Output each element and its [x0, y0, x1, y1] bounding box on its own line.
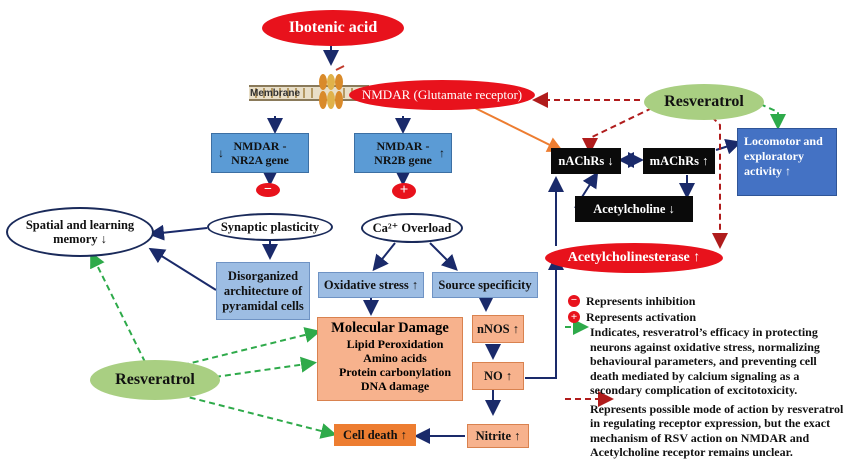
receptor-icon — [319, 65, 345, 109]
resveratrol-top-node: Resveratrol — [644, 84, 764, 120]
locomotor-box: Locomotor and exploratory activity ↑ — [737, 128, 837, 196]
spatial-memory-node: Spatial and learning memory ↓ — [6, 207, 154, 257]
source-specificity-box: Source specificity — [432, 272, 538, 298]
disorganized-architecture-box: Disorganized architecture of pyramidal c… — [216, 262, 310, 320]
nr2b-label: NMDAR - NR2B gene — [374, 139, 432, 167]
resveratrol-bottom-node: Resveratrol — [90, 360, 220, 400]
ibotenic-acid-node: Ibotenic acid — [262, 10, 404, 46]
molecular-damage-box: Molecular Damage Lipid Peroxidation Amin… — [317, 317, 463, 401]
oxidative-stress-box: Oxidative stress ↑ — [318, 272, 424, 298]
nmdar-node: NMDAR (Glutamate receptor) — [349, 80, 535, 110]
legend: − Represents inhibition + Represents act… — [568, 294, 848, 460]
nr2a-box: NMDAR - NR2A gene ↓ — [211, 133, 309, 173]
nr2b-up-arrow: ↑ — [439, 146, 445, 160]
activation-icon: + — [392, 183, 416, 199]
nachrs-box: nAChRs ↓ — [551, 148, 621, 174]
nr2a-label: NMDAR - NR2A gene — [231, 139, 289, 167]
machrs-box: mAChRs ↑ — [643, 148, 715, 174]
nr2b-box: NMDAR - NR2B gene ↑ — [354, 133, 452, 173]
legend-activation-icon: + — [568, 310, 580, 323]
nr2a-down-arrow: ↓ — [218, 146, 224, 160]
legend-activation-text: Represents activation — [586, 309, 697, 324]
cell-death-box: Cell death ↑ — [334, 424, 416, 446]
legend-red-dashed-text: Represents possible mode of action by re… — [590, 401, 844, 460]
acetylcholine-box: Acetylcholine ↓ — [575, 196, 693, 222]
nnos-box: nNOS ↑ — [472, 315, 524, 343]
molecular-damage-items: Lipid Peroxidation Amino acids Protein c… — [338, 337, 452, 393]
legend-green-dashed-text: Indicates, resveratrol’s efficacy in pro… — [590, 325, 820, 397]
legend-inhibition-icon: − — [568, 295, 580, 308]
nitrite-box: Nitrite ↑ — [467, 424, 529, 448]
membrane-label: Membrane — [250, 88, 301, 99]
acetylcholinesterase-node: Acetylcholinesterase ↑ — [545, 243, 723, 273]
legend-inhibition-text: Represents inhibition — [586, 294, 696, 308]
legend-activation: + Represents activation — [568, 310, 848, 325]
legend-inhibition: − Represents inhibition — [568, 294, 848, 309]
ca-overload-node: Ca²⁺ Overload — [361, 213, 463, 243]
molecular-damage-title: Molecular Damage — [331, 320, 449, 336]
inhibition-icon: − — [256, 183, 280, 197]
synaptic-plasticity-node: Synaptic plasticity — [207, 213, 333, 241]
no-box: NO ↑ — [472, 362, 524, 390]
